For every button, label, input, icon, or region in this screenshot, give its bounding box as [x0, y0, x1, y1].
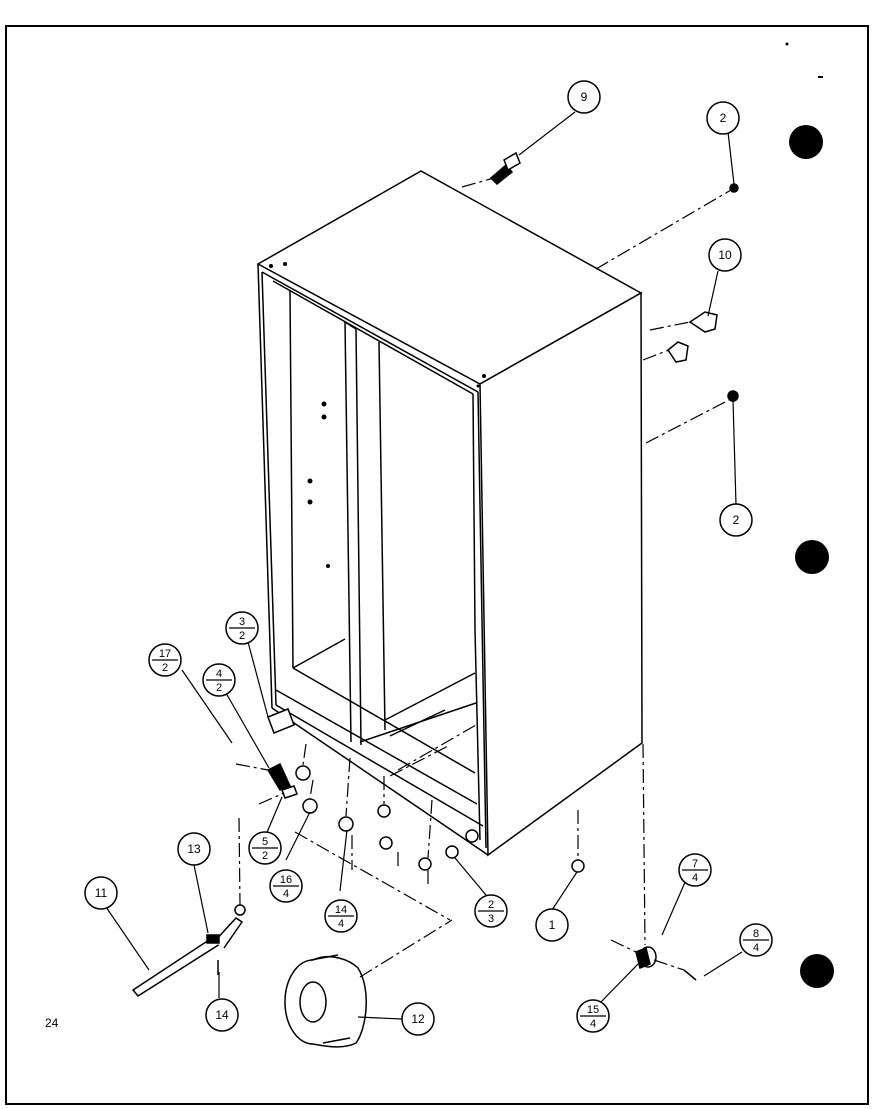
fraction-5-den: 2 — [262, 850, 268, 862]
callout-2-right-label: 2 — [733, 513, 740, 527]
page-number: 24 — [45, 1016, 59, 1030]
feet — [295, 765, 585, 873]
callout-13: 13 — [177, 832, 211, 866]
speck — [785, 42, 789, 46]
part-13-clip — [206, 934, 220, 944]
part-8-screw — [683, 969, 697, 981]
callout-10: 10 — [708, 238, 742, 272]
center-lines — [235, 177, 732, 978]
fraction-16-num: 16 — [280, 874, 292, 886]
callouts: 9 2 10 2 13 11 14 12 1 — [84, 80, 753, 1036]
fraction-callout-17: 17 2 — [148, 643, 182, 677]
fraction-callout-3: 3 2 — [225, 611, 259, 645]
fraction-callout-4: 4 2 — [202, 663, 236, 697]
fraction-3-num: 3 — [239, 616, 245, 628]
fraction-17-den: 2 — [162, 662, 168, 674]
callout-2-top-label: 2 — [720, 111, 727, 125]
callout-9-label: 9 — [581, 90, 588, 104]
binder-hole-middle — [795, 540, 829, 574]
fraction-14-num: 14 — [335, 904, 347, 916]
part-9-stud — [489, 151, 521, 186]
fraction-4-num: 4 — [216, 668, 222, 680]
fraction-3-den: 2 — [239, 630, 245, 642]
cabinet-holes — [269, 262, 486, 568]
fraction-15-den: 4 — [590, 1018, 596, 1030]
fraction-17-num: 17 — [159, 648, 171, 660]
lower-hinge — [266, 708, 298, 799]
leader-lines — [105, 111, 743, 1020]
speck — [818, 76, 823, 78]
callout-1: 1 — [535, 908, 569, 942]
cabinet-side — [479, 291, 643, 857]
callout-12: 12 — [401, 1002, 435, 1036]
fraction-callout-2: 2 3 — [474, 894, 508, 928]
callout-2-right: 2 — [719, 503, 753, 537]
fraction-4-den: 2 — [216, 682, 222, 694]
part-2-screw-right — [727, 390, 739, 402]
callout-13-label: 13 — [187, 842, 201, 856]
fraction-callout-5: 5 2 — [248, 831, 282, 865]
fraction-2-den: 3 — [488, 913, 494, 925]
part-12-ring — [284, 954, 367, 1048]
fraction-callout-7: 7 4 — [678, 853, 712, 887]
fraction-7-num: 7 — [692, 858, 698, 870]
cabinet — [256, 170, 643, 857]
fraction-16-den: 4 — [283, 888, 289, 900]
fraction-callout-15: 15 4 — [576, 999, 610, 1033]
page-border — [5, 25, 869, 1105]
fraction-8-den: 4 — [753, 942, 759, 954]
part-2-screw-top — [729, 183, 739, 193]
part-10-hinge — [666, 311, 718, 363]
callout-1-label: 1 — [549, 918, 556, 932]
callout-11-label: 11 — [95, 886, 108, 900]
callout-14: 14 — [205, 998, 239, 1032]
callout-9: 9 — [567, 80, 601, 114]
callout-2-top: 2 — [706, 101, 740, 135]
part-15-foot — [635, 946, 657, 970]
fraction-8-num: 8 — [753, 928, 759, 940]
part-11-tube — [131, 904, 246, 997]
fraction-15-num: 15 — [587, 1004, 599, 1016]
fraction-7-den: 4 — [692, 872, 698, 884]
callout-11: 11 — [84, 876, 118, 910]
callout-14-label: 14 — [215, 1008, 229, 1022]
binder-hole-bottom — [800, 954, 834, 988]
callout-10-label: 10 — [718, 248, 732, 262]
fraction-2-num: 2 — [488, 899, 494, 911]
hardware — [131, 151, 739, 1048]
binder-hole-top — [789, 125, 823, 159]
fraction-callout-8: 8 4 — [739, 923, 773, 957]
fraction-callouts: 17 2 4 2 3 2 5 2 16 4 — [148, 611, 773, 1033]
fraction-callout-14: 14 4 — [324, 899, 358, 933]
fraction-5-num: 5 — [262, 836, 268, 848]
fraction-14-den: 4 — [338, 918, 344, 930]
callout-12-label: 12 — [411, 1012, 425, 1026]
fraction-callout-16: 16 4 — [269, 869, 303, 903]
